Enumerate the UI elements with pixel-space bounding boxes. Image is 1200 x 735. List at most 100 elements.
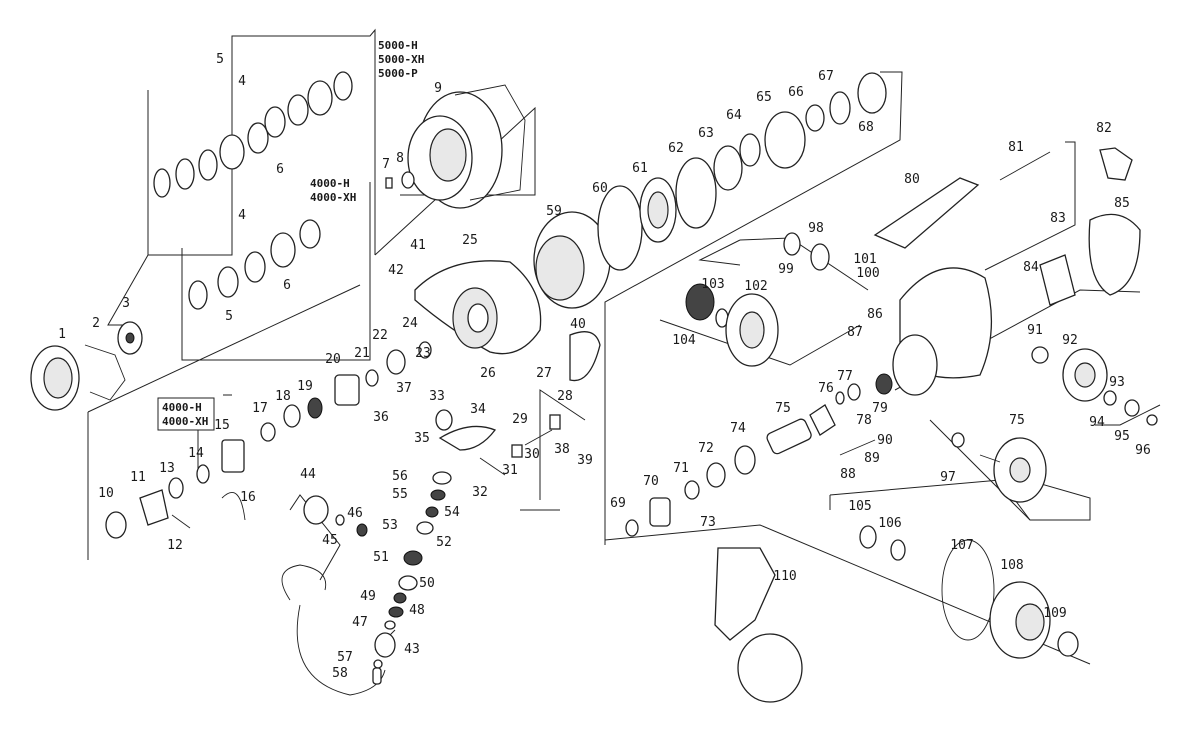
part-label-1: 1 bbox=[58, 327, 66, 342]
part-label-104: 104 bbox=[672, 333, 696, 348]
part-label-89: 89 bbox=[864, 451, 880, 466]
part-label-41: 41 bbox=[410, 238, 426, 253]
part-label-97: 97 bbox=[940, 470, 956, 485]
part-label-57: 57 bbox=[337, 650, 353, 665]
part-label-46: 46 bbox=[347, 506, 363, 521]
part-label-3: 3 bbox=[122, 296, 130, 311]
model-note-mid: 4000-H 4000-XH bbox=[310, 177, 356, 204]
part-label-52: 52 bbox=[436, 535, 452, 550]
part-label-66: 66 bbox=[788, 85, 804, 100]
part-label-11: 11 bbox=[130, 470, 146, 485]
part-label-75: 75 bbox=[775, 401, 791, 416]
part-label-37: 37 bbox=[396, 381, 412, 396]
part-label-95: 95 bbox=[1114, 429, 1130, 444]
part-label-51: 51 bbox=[373, 550, 389, 565]
part-label-36: 36 bbox=[373, 410, 389, 425]
part-label-12: 12 bbox=[167, 538, 183, 553]
part-label-33: 33 bbox=[429, 389, 445, 404]
part-label-2: 2 bbox=[92, 316, 100, 331]
part-label-65: 65 bbox=[756, 90, 772, 105]
part-label-49: 49 bbox=[360, 589, 376, 604]
part-label-42: 42 bbox=[388, 263, 404, 278]
part-label-73: 73 bbox=[700, 515, 716, 530]
part-label-67: 67 bbox=[818, 69, 834, 84]
part-label-14: 14 bbox=[188, 446, 204, 461]
note-box-4000-h: 4000-H bbox=[162, 401, 202, 414]
part-label-32: 32 bbox=[472, 485, 488, 500]
part-label-p4b: 4 bbox=[238, 208, 246, 223]
part-label-40: 40 bbox=[570, 317, 586, 332]
part-label-39: 39 bbox=[577, 453, 593, 468]
part-label-60: 60 bbox=[592, 181, 608, 196]
part-label-86: 86 bbox=[867, 307, 883, 322]
part-label-90: 90 bbox=[877, 433, 893, 448]
part-label-102: 102 bbox=[744, 279, 767, 294]
spool-part bbox=[385, 84, 526, 209]
part-label-p5b: 5 bbox=[225, 309, 233, 324]
part-label-8: 8 bbox=[396, 151, 404, 166]
part-label-9: 9 bbox=[434, 81, 442, 96]
part-label-22: 22 bbox=[372, 328, 388, 343]
part-label-78: 78 bbox=[856, 413, 872, 428]
part-label-99: 99 bbox=[778, 262, 794, 277]
part-label-50: 50 bbox=[419, 576, 435, 591]
drag-knob-assembly bbox=[30, 321, 143, 411]
part-label-71: 71 bbox=[673, 461, 689, 476]
part-label-55: 55 bbox=[392, 487, 408, 502]
part-label-38: 38 bbox=[554, 442, 570, 457]
part-label-93: 93 bbox=[1109, 375, 1125, 390]
part-label-94: 94 bbox=[1089, 415, 1105, 430]
part-label-47: 47 bbox=[352, 615, 368, 630]
part-label-53: 53 bbox=[382, 518, 398, 533]
part-label-15: 15 bbox=[214, 418, 230, 433]
part-label-43: 43 bbox=[404, 642, 420, 657]
part-label-85: 85 bbox=[1114, 196, 1130, 211]
part-label-30: 30 bbox=[524, 447, 540, 462]
part-label-59: 59 bbox=[546, 204, 562, 219]
note-5000-p: 5000-P bbox=[378, 67, 418, 80]
part-label-35: 35 bbox=[414, 431, 430, 446]
part-label-87: 87 bbox=[847, 325, 863, 340]
note-box-4000-xh: 4000-XH bbox=[162, 415, 208, 428]
part-label-23: 23 bbox=[415, 346, 431, 361]
part-label-6: 6 bbox=[276, 162, 284, 177]
part-label-64: 64 bbox=[726, 108, 742, 123]
part-label-77: 77 bbox=[837, 369, 853, 384]
part-label-108: 108 bbox=[1000, 558, 1023, 573]
part-label-105: 105 bbox=[848, 499, 871, 514]
part-label-82: 82 bbox=[1096, 121, 1112, 136]
part-label-27: 27 bbox=[536, 366, 552, 381]
part-label-13: 13 bbox=[159, 461, 175, 476]
group-lines bbox=[87, 28, 1161, 665]
part-label-91: 91 bbox=[1027, 323, 1043, 338]
note-5000-xh: 5000-XH bbox=[378, 53, 424, 66]
part-label-17: 17 bbox=[252, 401, 268, 416]
part-label-19: 19 bbox=[297, 379, 313, 394]
spool-washers-top bbox=[153, 71, 353, 198]
part-label-4: 4 bbox=[238, 74, 246, 89]
part-label-25: 25 bbox=[462, 233, 478, 248]
model-note-left-box: 4000-H 4000-XH bbox=[157, 397, 215, 431]
part-label-29: 29 bbox=[512, 412, 528, 427]
part-label-21: 21 bbox=[354, 346, 370, 361]
part-label-107: 107 bbox=[950, 538, 973, 553]
spool-washers-mid bbox=[188, 219, 321, 310]
part-label-74: 74 bbox=[730, 421, 746, 436]
part-label-26: 26 bbox=[480, 366, 496, 381]
part-label-109: 109 bbox=[1043, 606, 1066, 621]
part-label-110: 110 bbox=[773, 569, 796, 584]
part-label-69: 69 bbox=[610, 496, 626, 511]
part-label-72: 72 bbox=[698, 441, 714, 456]
body-assembly-right bbox=[685, 147, 1158, 503]
part-label-68: 68 bbox=[858, 120, 874, 135]
part-label-84: 84 bbox=[1023, 260, 1039, 275]
part-label-31: 31 bbox=[502, 463, 518, 478]
part-label-81: 81 bbox=[1008, 140, 1024, 155]
part-label-61: 61 bbox=[632, 161, 648, 176]
part-label-16: 16 bbox=[240, 490, 256, 505]
part-label-63: 63 bbox=[698, 126, 714, 141]
part-label-54: 54 bbox=[444, 505, 460, 520]
